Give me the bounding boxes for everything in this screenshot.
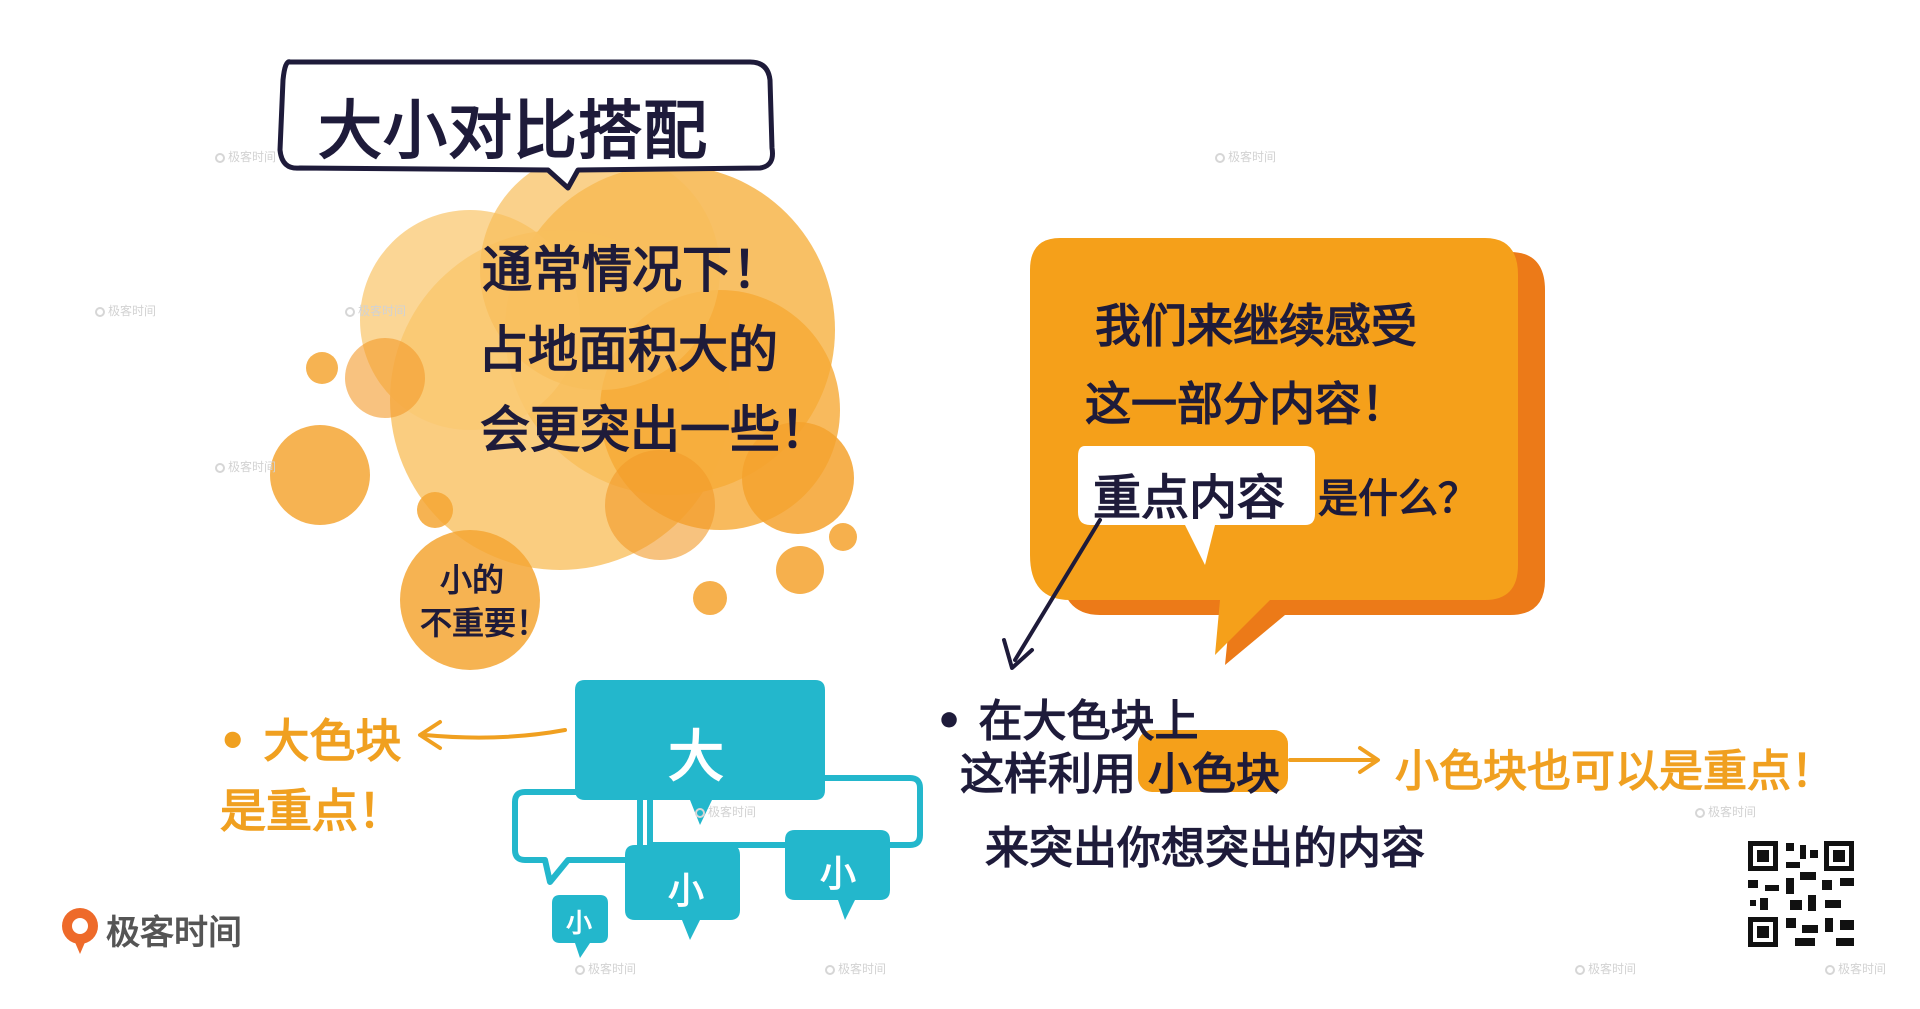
pointer-arrow [1002, 518, 1102, 670]
watermark-icon [95, 307, 105, 317]
orange-cloud [270, 150, 857, 670]
speech-line-3-rest: 是什么？ [1318, 476, 1478, 522]
cloud-line-3: 会更突出一些！ [480, 401, 830, 459]
watermark: 极客时间 [345, 302, 406, 319]
watermark-icon [825, 965, 835, 975]
right-note-line-1: • 在大色块上 [935, 696, 1199, 747]
small-block-label-3: 小 [566, 909, 593, 939]
watermark-icon [695, 808, 705, 818]
watermark-icon [575, 965, 585, 975]
watermark: 极客时间 [1215, 148, 1276, 165]
watermark: 极客时间 [825, 960, 886, 977]
watermark: 极客时间 [575, 960, 636, 977]
small-blob-line-1: 小的 [440, 561, 505, 599]
watermark: 极客时间 [1575, 960, 1636, 977]
watermark-icon [1215, 153, 1225, 163]
small-blob-line-2: 不重要！ [420, 604, 549, 642]
orange-arrows [418, 720, 1380, 774]
speech-highlight: 重点内容 [1093, 470, 1286, 526]
watermark: 极客时间 [1695, 803, 1756, 820]
watermark-icon [1825, 965, 1835, 975]
qr-code [1745, 838, 1857, 950]
right-tail-text: 小色块也可以是重点！ [1395, 746, 1835, 797]
logo-icon [62, 908, 98, 954]
watermark-icon [215, 153, 225, 163]
watermark: 极客时间 [215, 148, 276, 165]
logo-text: 极客时间 [106, 913, 242, 953]
watermark: 极客时间 [695, 803, 756, 820]
teal-blocks [512, 680, 923, 958]
watermark-icon [1695, 808, 1705, 818]
left-note-line-1: • 大色块 [218, 714, 402, 768]
small-block-label-1: 小 [668, 871, 705, 912]
cloud-line-2: 占地面积大的 [478, 321, 778, 379]
title-text: 大小对比搭配 [318, 95, 708, 169]
right-note-line-2-prefix: 这样利用 [960, 749, 1136, 800]
big-block-label: 大 [668, 725, 724, 790]
watermark: 极客时间 [215, 458, 276, 475]
watermark-icon [345, 307, 355, 317]
left-note-line-2: 是重点！ [220, 784, 404, 838]
watermark: 极客时间 [1825, 960, 1886, 977]
small-block-label-2: 小 [820, 854, 857, 895]
right-note-line-2-highlight: 小色块 [1148, 749, 1280, 800]
right-note-line-3: 来突出你想突出的内容 [985, 823, 1425, 874]
watermark-icon [1575, 965, 1585, 975]
speech-line-1: 我们来继续感受 [1095, 299, 1417, 353]
watermark-icon [215, 463, 225, 473]
cloud-line-1: 通常情况下！ [482, 241, 782, 299]
watermark: 极客时间 [95, 302, 156, 319]
speech-bubble [1030, 238, 1545, 665]
highlight-box [1138, 730, 1288, 792]
speech-line-2: 这一部分内容！ [1085, 377, 1407, 431]
title-bubble [277, 59, 775, 191]
